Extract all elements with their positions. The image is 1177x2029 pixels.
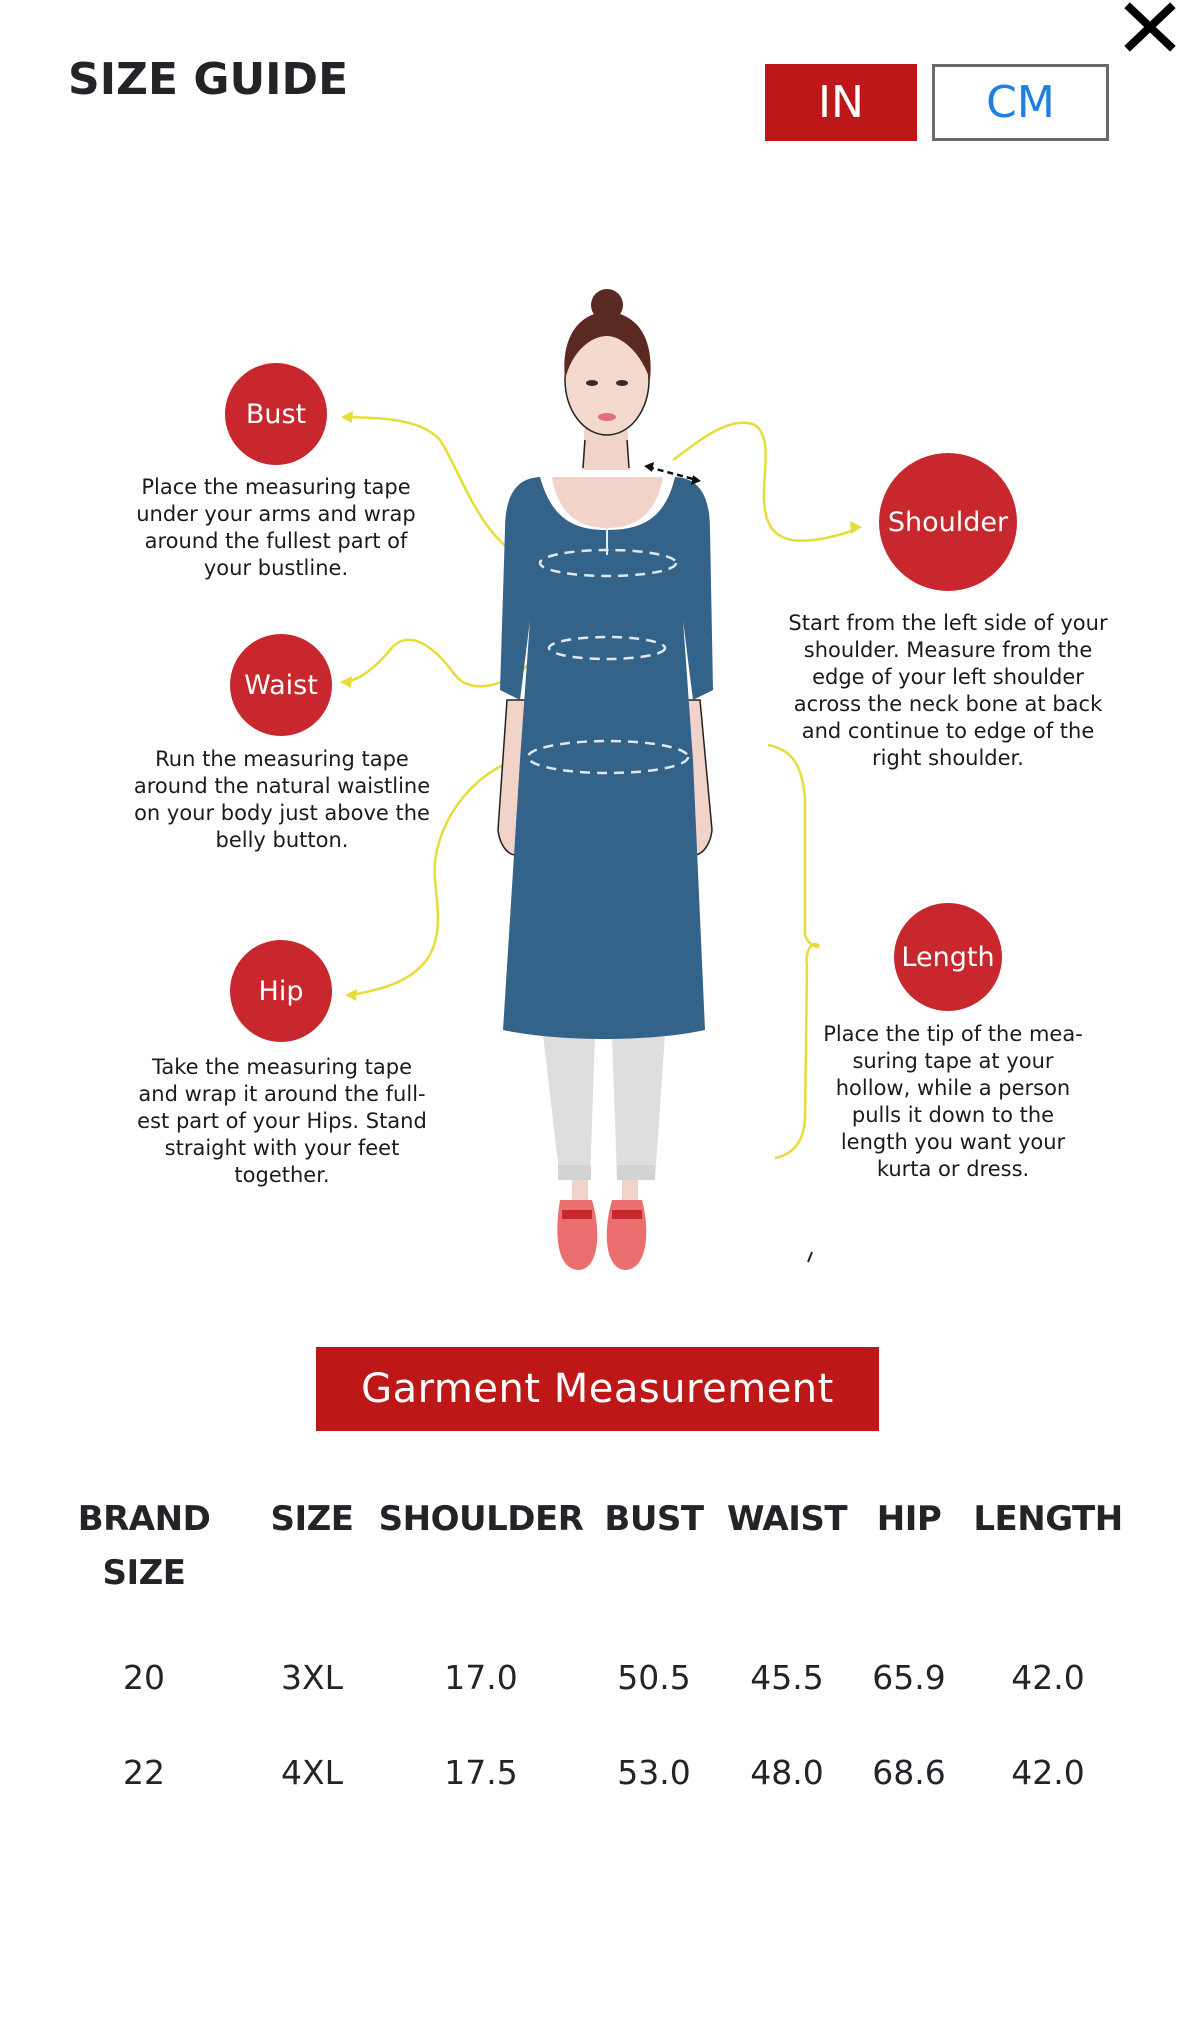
model-figure-illustration (340, 289, 862, 1270)
close-button[interactable] (1120, 0, 1177, 55)
cell-shoulder: 17.0 (444, 1658, 518, 1697)
page-title: SIZE GUIDE (68, 54, 349, 105)
cell-length: 42.0 (1011, 1658, 1085, 1697)
cell-hip: 65.9 (872, 1658, 946, 1697)
cell-size: 4XL (281, 1753, 343, 1792)
cell-length: 42.0 (1011, 1753, 1085, 1792)
bust-bubble: Bust (225, 363, 327, 465)
garment-measurement-banner: Garment Measurement (316, 1347, 879, 1431)
hip-bubble: Hip (230, 940, 332, 1042)
cell-waist: 48.0 (750, 1753, 824, 1792)
shoulder-label: Shoulder (887, 506, 1009, 538)
column-header-shoulder: SHOULDER (378, 1499, 584, 1539)
length-description: Place the tip of the mea- suring tape at… (823, 1022, 1083, 1181)
unit-toggle-in[interactable]: IN (765, 64, 917, 141)
bust-label: Bust (245, 398, 307, 430)
measurement-infographic: Bust Place the measuring tape under your… (133, 289, 1108, 1270)
column-header-length: LENGTH (973, 1499, 1123, 1539)
cell-size: 3XL (281, 1658, 343, 1697)
column-header-bust: BUST (604, 1499, 704, 1539)
column-header-waist: WAIST (726, 1499, 848, 1539)
unit-toggle-cm[interactable]: CM (932, 64, 1109, 141)
cell-shoulder: 17.5 (444, 1753, 518, 1792)
length-bubble: Length (894, 903, 1002, 1011)
bust-description: Place the measuring tape under your arms… (136, 475, 416, 580)
cell-bust: 50.5 (617, 1658, 691, 1697)
cell-hip: 68.6 (872, 1753, 946, 1792)
column-header-size: SIZE (270, 1499, 354, 1539)
close-icon (1124, 2, 1176, 52)
column-header-brand-size: BRAND SIZE (77, 1499, 211, 1593)
waist-description: Run the measuring tape around the natura… (133, 747, 431, 852)
cell-bust: 53.0 (617, 1753, 691, 1792)
length-label: Length (901, 941, 995, 973)
cell-brand-size: 20 (123, 1658, 165, 1697)
shoulder-bubble: Shoulder (879, 453, 1017, 591)
cell-brand-size: 22 (123, 1753, 165, 1792)
waist-label: Waist (244, 669, 318, 701)
column-header-hip: HIP (876, 1499, 942, 1539)
hip-label: Hip (258, 975, 304, 1007)
shoulder-description: Start from the left side of your shoulde… (788, 611, 1108, 770)
cell-waist: 45.5 (750, 1658, 824, 1697)
hip-description: Take the measuring tape and wrap it arou… (137, 1055, 427, 1187)
waist-bubble: Waist (230, 634, 332, 736)
